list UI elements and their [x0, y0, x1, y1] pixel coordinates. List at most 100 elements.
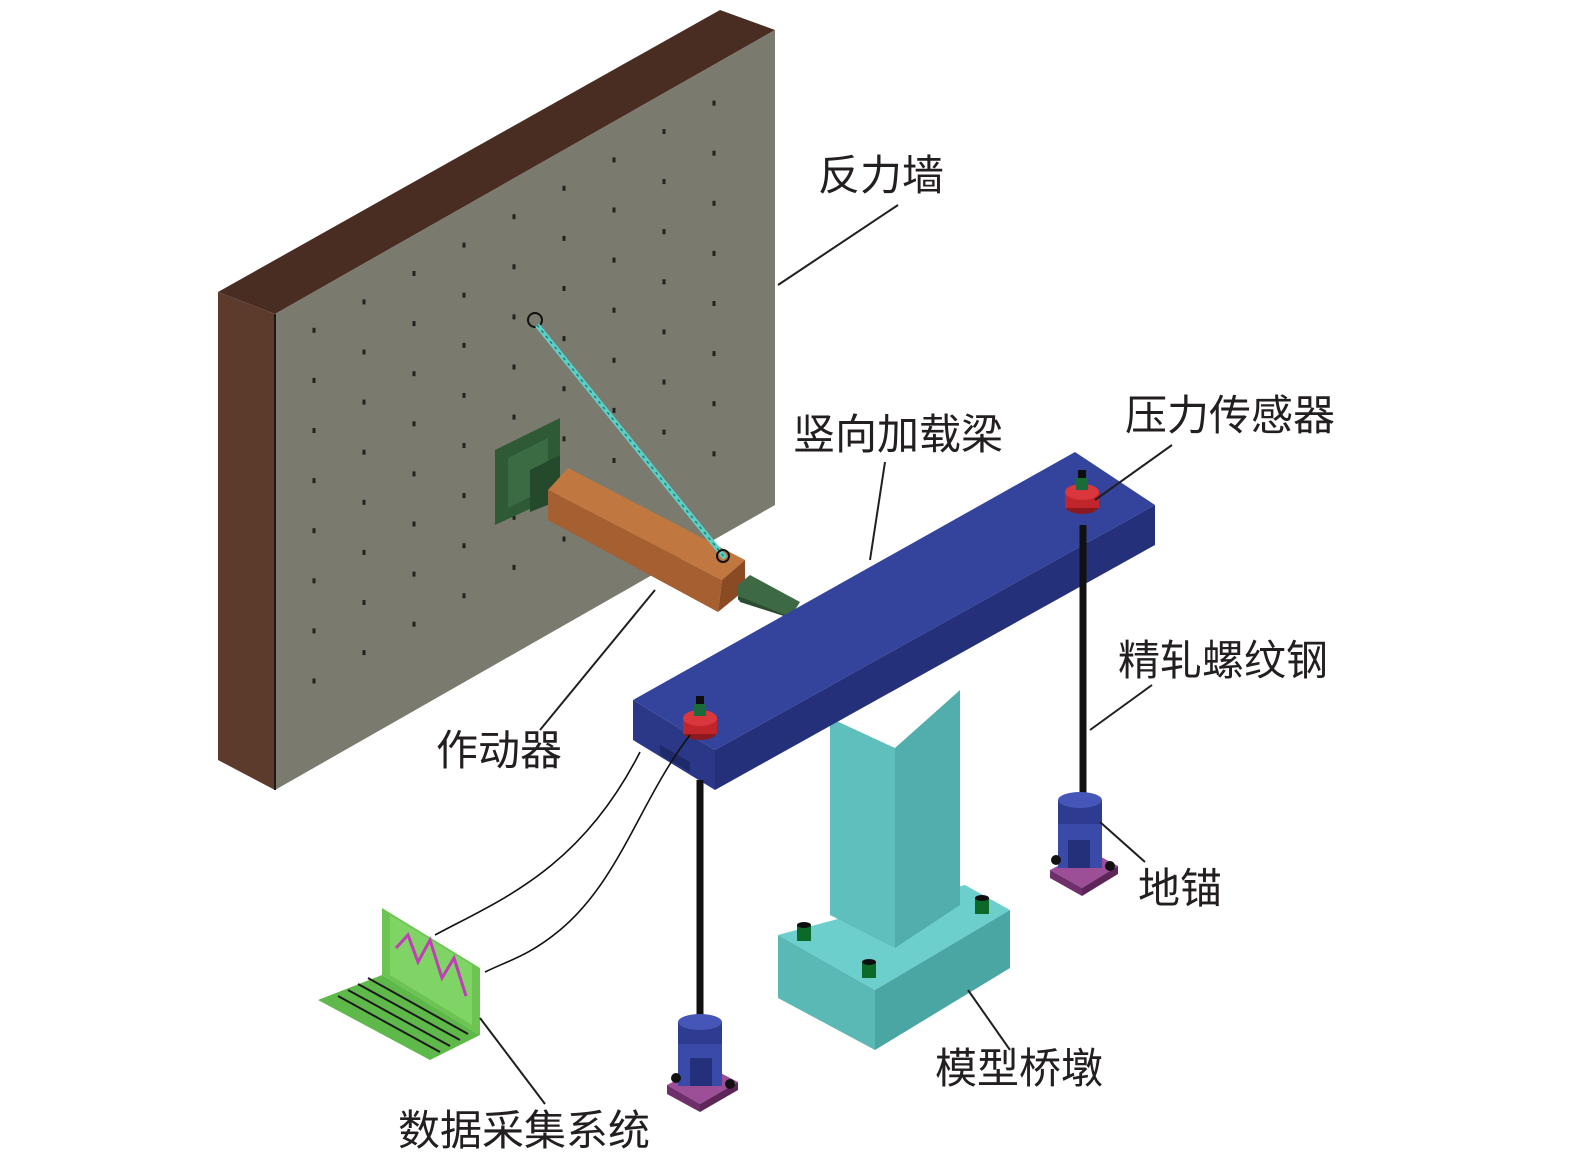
actuator-body-front	[548, 490, 722, 612]
wall-anchor-hole	[662, 179, 666, 185]
pier-column-side	[895, 690, 960, 948]
wall-anchor-hole	[562, 286, 566, 291]
wall-anchor-hole	[612, 207, 616, 213]
actuator-piston-rod	[738, 575, 800, 618]
actuator-body-end	[718, 560, 745, 612]
leader-data-acquisition	[479, 1017, 546, 1105]
reaction-wall-side	[218, 292, 275, 790]
wall-anchor-hole	[362, 600, 366, 605]
wall-anchor-hole	[662, 329, 666, 335]
wall-anchor-hole	[362, 399, 366, 405]
reaction-wall	[218, 10, 775, 790]
wall-anchor-hole	[612, 407, 616, 413]
leader-vertical-loading-beam	[869, 461, 886, 561]
wall-anchor-hole	[512, 264, 516, 270]
reaction-wall-top-edge	[218, 10, 775, 314]
wall-anchor-hole	[562, 336, 566, 342]
wall-anchor-hole	[462, 493, 466, 499]
wall-anchor-hole	[712, 200, 716, 206]
wall-anchor-hole	[412, 571, 416, 577]
laptop-waveform	[394, 932, 468, 997]
wall-anchor-hole	[662, 129, 666, 134]
wall-anchor-hole	[362, 549, 366, 555]
model-pier	[778, 690, 1010, 1050]
beam-top	[633, 452, 1155, 750]
wall-anchor-hole	[512, 314, 516, 320]
wall-anchor-hole	[562, 536, 566, 542]
pier-footing-side	[875, 910, 1010, 1050]
wall-anchor-hole	[462, 392, 466, 398]
vertical-loading-beam	[633, 452, 1155, 790]
leader-threaded-steel-bar	[1089, 684, 1153, 731]
wall-anchor-hole	[462, 342, 466, 348]
wall-anchor-hole	[462, 593, 466, 599]
wall-anchor-hole	[612, 257, 616, 263]
wall-anchor-hole	[662, 429, 666, 435]
wall-anchor-hole	[712, 401, 716, 407]
label-ground-anchor: 地锚	[1138, 864, 1223, 913]
footing-bolts	[797, 895, 989, 978]
data-cable-2	[484, 734, 691, 973]
label-reaction-wall: 反力墙	[818, 151, 945, 200]
wall-anchor-hole	[512, 564, 516, 570]
wall-anchor-hole	[312, 678, 316, 684]
wall-anchor-hole	[362, 499, 366, 505]
wall-anchor-hole	[412, 271, 416, 276]
leader-lines	[479, 204, 1173, 1105]
pier-column-front	[830, 718, 895, 948]
leader-pressure-sensor	[1094, 444, 1173, 501]
reaction-wall-face	[275, 30, 775, 790]
wall-anchor-hole	[662, 379, 666, 385]
wall-anchor-holes	[312, 100, 716, 684]
wall-anchor-hole	[712, 301, 716, 306]
wall-anchor-hole	[612, 357, 616, 363]
label-data-acquisition-system: 数据采集系统	[398, 1106, 651, 1155]
wall-anchor-hole	[312, 578, 316, 584]
wall-anchor-hole	[312, 377, 316, 383]
wall-anchor-hole	[712, 351, 716, 357]
wall-anchor-hole	[312, 428, 316, 433]
ground-anchor-left	[667, 1014, 738, 1112]
wall-anchor-hole	[412, 471, 416, 477]
wall-anchor-hole	[462, 292, 466, 298]
wall-anchor-hole	[612, 157, 616, 163]
wall-anchor-hole	[712, 250, 716, 256]
pressure-sensor-right	[1065, 470, 1099, 514]
wall-anchor-hole	[412, 621, 416, 627]
beam-front	[633, 700, 715, 790]
wall-anchor-hole	[312, 528, 316, 534]
data-cable-1	[434, 751, 641, 936]
leader-ground-anchor	[1099, 821, 1146, 863]
wall-anchor-hole	[312, 327, 316, 333]
label-threaded-steel-bar: 精轧螺纹钢	[1118, 636, 1329, 685]
leader-actuator	[539, 589, 656, 731]
wall-anchor-hole	[562, 436, 566, 442]
wall-anchor-hole	[462, 443, 466, 448]
label-model-pier: 模型桥墩	[935, 1044, 1104, 1093]
wall-anchor-hole	[662, 279, 666, 285]
wall-anchor-hole	[712, 150, 716, 156]
beam-side	[715, 505, 1155, 790]
wall-anchor-hole	[462, 242, 466, 248]
ground-anchor-right	[1050, 792, 1118, 896]
wall-anchor-hole	[612, 307, 616, 313]
wall-anchor-hole	[412, 321, 416, 327]
data-acquisition-laptop	[318, 908, 480, 1060]
wall-anchor-hole	[562, 235, 566, 241]
label-vertical-loading-beam: 竖向加载梁	[793, 410, 1004, 459]
label-actuator: 作动器	[436, 726, 563, 775]
leader-reaction-wall	[777, 204, 899, 286]
wall-anchor-hole	[512, 514, 516, 520]
pressure-sensor-left	[683, 696, 717, 740]
wall-anchor-hole	[412, 421, 416, 427]
wall-anchor-hole	[712, 100, 716, 106]
wall-anchor-hole	[712, 451, 716, 457]
actuator	[495, 312, 800, 618]
wall-anchor-hole	[362, 299, 366, 305]
wall-anchor-hole	[562, 386, 566, 392]
wall-anchor-hole	[512, 214, 516, 220]
wall-anchor-hole	[412, 371, 416, 377]
actuator-body-top	[548, 468, 745, 580]
pier-footing-front	[778, 935, 875, 1050]
